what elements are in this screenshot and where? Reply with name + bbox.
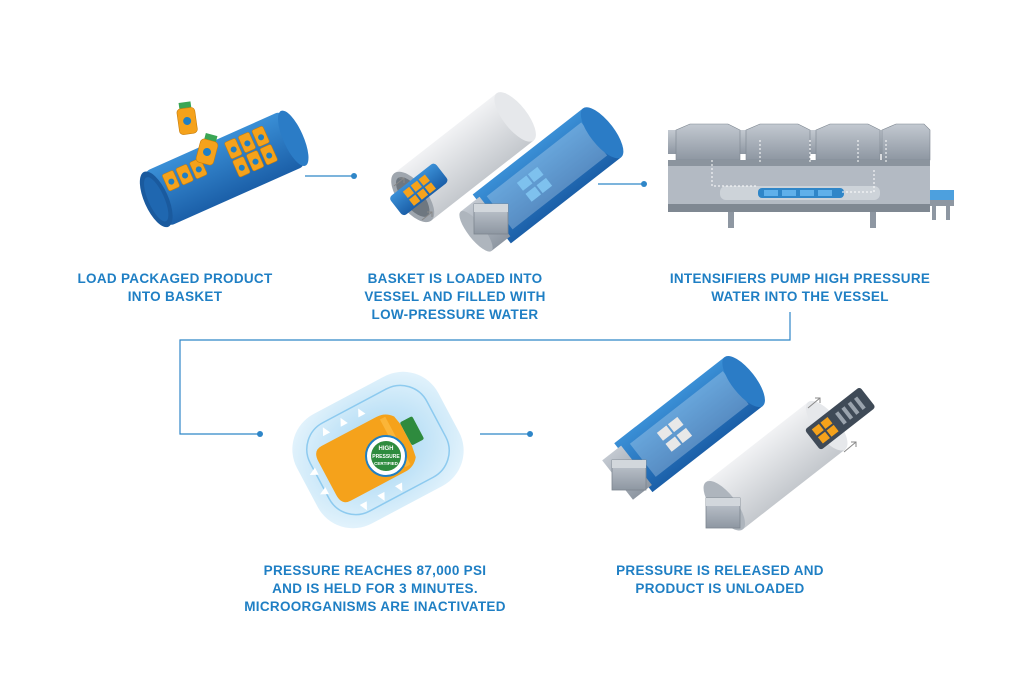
step3-caption-line: WATER INTO THE VESSEL	[711, 289, 889, 304]
high-pressure-certified-seal: HIGH PRESSURE CERTIFIED	[365, 435, 407, 477]
connector-4-5	[480, 431, 533, 437]
connector-1-2	[305, 173, 357, 179]
step5-caption-line: PRESSURE IS RELEASED AND	[616, 563, 824, 578]
step5-caption-line: PRODUCT IS UNLOADED	[635, 581, 805, 596]
falling-bottle-icon	[195, 133, 219, 166]
step3-hpp-machine-illustration	[668, 123, 954, 228]
step1-caption-line: INTO BASKET	[127, 289, 223, 304]
connector-3-4	[179, 312, 791, 437]
step4-caption: PRESSURE REACHES 87,000 PSI AND IS HELD …	[220, 562, 530, 616]
step3-caption-line: INTENSIFIERS PUMP HIGH PRESSURE	[669, 271, 931, 286]
step2-vessel-illustration	[390, 92, 624, 252]
step4-caption-line: MICROORGANISMS ARE INACTIVATED	[244, 599, 506, 614]
step2-caption-line: BASKET IS LOADED INTO	[367, 271, 543, 286]
step1-caption: LOAD PACKAGED PRODUCT INTO BASKET	[40, 270, 310, 306]
step4-caption-line: AND IS HELD FOR 3 MINUTES.	[272, 581, 478, 596]
step5-caption: PRESSURE IS RELEASED AND PRODUCT IS UNLO…	[585, 562, 855, 598]
step2-caption-line: VESSEL AND FILLED WITH	[364, 289, 546, 304]
falling-bottle-icon	[176, 101, 198, 135]
step4-pressure-bottle-illustration: HIGH PRESSURE CERTIFIED	[292, 371, 464, 529]
step1-basket-illustration	[139, 101, 309, 228]
step5-unload-illustration	[602, 356, 875, 531]
step4-caption-line: PRESSURE REACHES 87,000 PSI	[263, 563, 487, 578]
step2-caption: BASKET IS LOADED INTO VESSEL AND FILLED …	[320, 270, 590, 324]
svg-text:CERTIFIED: CERTIFIED	[374, 461, 399, 466]
step3-caption: INTENSIFIERS PUMP HIGH PRESSURE WATER IN…	[640, 270, 960, 306]
step1-caption-line: LOAD PACKAGED PRODUCT	[77, 271, 273, 286]
svg-text:HIGH: HIGH	[379, 446, 394, 452]
svg-text:PRESSURE: PRESSURE	[372, 454, 400, 460]
step2-caption-line: LOW-PRESSURE WATER	[371, 307, 539, 322]
connector-2-3	[598, 181, 647, 187]
